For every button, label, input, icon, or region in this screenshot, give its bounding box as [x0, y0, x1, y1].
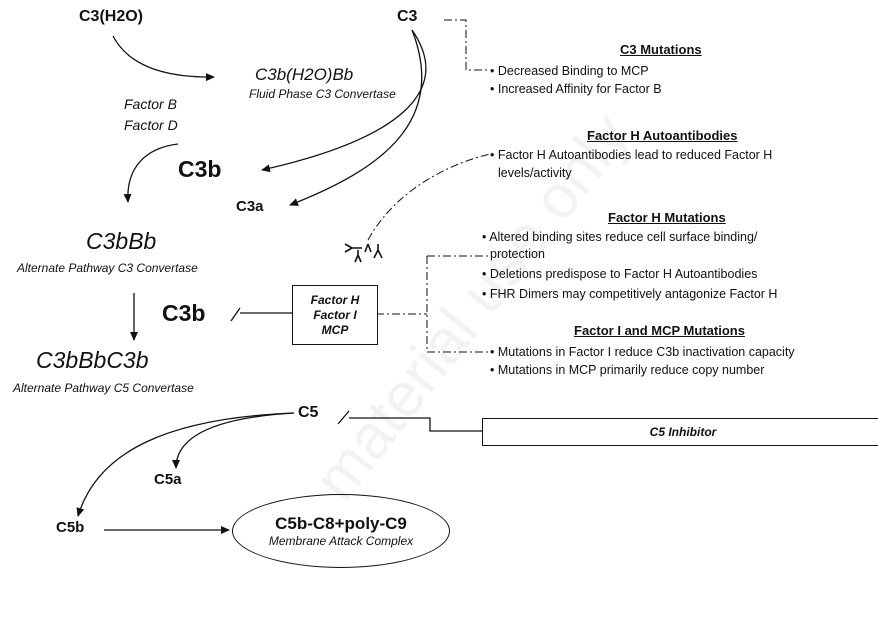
fh-mutations-header: Factor H Mutations	[608, 210, 726, 225]
fh-autoantibodies-item-cont: levels/activity	[498, 166, 572, 180]
dash-fh-autoab	[367, 153, 491, 241]
node-c3bbb: C3bBb	[86, 228, 157, 254]
fh-mutation-item: • Altered binding sites reduce cell surf…	[482, 230, 758, 244]
inhibit-line-c5	[349, 417, 482, 432]
dash-c3-mutations	[444, 19, 488, 71]
membrane-attack-complex: C5b-C8+poly-C9 Membrane Attack Complex	[232, 494, 450, 568]
label-factor-d: Factor D	[124, 117, 178, 133]
node-c5-convertase: C3bBbC3b	[36, 347, 149, 373]
fi-mcp-mutations-header: Factor I and MCP Mutations	[574, 323, 745, 338]
c3-mutation-item: • Decreased Binding to MCP	[490, 64, 649, 78]
c3bbb-label: Alternate Pathway C3 Convertase	[17, 261, 198, 275]
fh-mutation-item: • Deletions predispose to Factor H Autoa…	[482, 267, 758, 281]
node-c3b-top: C3b	[178, 156, 222, 182]
regulator-factor-i: Factor I	[313, 307, 357, 322]
regulator-factor-h: Factor H	[310, 292, 360, 307]
label-factor-b: Factor B	[124, 96, 177, 112]
node-c3: C3	[397, 8, 418, 25]
c3-mutation-item: • Increased Affinity for Factor B	[490, 82, 662, 96]
node-fluid-convertase: C3b(H2O)Bb	[255, 65, 354, 84]
node-c5a: C5a	[154, 471, 182, 488]
fi-mcp-mutation-item: • Mutations in MCP primarily reduce copy…	[490, 363, 765, 377]
regulator-box: Factor H Factor I MCP	[292, 285, 378, 345]
fh-mutation-item-cont: protection	[490, 247, 545, 261]
node-c5: C5	[298, 404, 319, 421]
c5-inhibitor-label: C5 Inhibitor	[649, 425, 717, 439]
arrow-c3h2o-to-fluid	[112, 35, 215, 82]
c5-convertase-label: Alternate Pathway C5 Convertase	[13, 381, 194, 395]
arrow-c3-to-c3a	[289, 29, 423, 206]
c5-inhibitor-box: C5 Inhibitor	[482, 418, 878, 446]
arrow-c3-to-c3b	[261, 29, 427, 173]
inhibit-bar-c3b	[230, 307, 241, 322]
mac-title: C5b-C8+poly-C9	[275, 514, 407, 533]
regulator-mcp: MCP	[321, 322, 349, 337]
fluid-convertase-label: Fluid Phase C3 Convertase	[249, 87, 396, 101]
arrow-fluid-to-c3bbb	[123, 143, 179, 203]
inhibit-bar-c5	[337, 410, 350, 425]
node-c3h2o: C3(H2O)	[79, 8, 144, 25]
node-c5b: C5b	[56, 519, 85, 536]
c3-mutations-header: C3 Mutations	[620, 42, 702, 57]
arrow-c5-to-c5a	[172, 412, 295, 469]
fh-mutation-item: • FHR Dimers may competitively antagoniz…	[482, 287, 778, 301]
node-c3a: C3a	[236, 198, 264, 215]
mac-subtitle: Membrane Attack Complex	[268, 534, 414, 548]
fh-autoantibodies-item: • Factor H Autoantibodies lead to reduce…	[490, 148, 773, 162]
arrow-c5-to-c5b	[76, 412, 295, 517]
node-c3b-mid: C3b	[162, 300, 206, 326]
antibody-icon	[344, 243, 383, 263]
fh-autoantibodies-header: Factor H Autoantibodies	[587, 128, 738, 143]
fi-mcp-mutation-item: • Mutations in Factor I reduce C3b inact…	[490, 345, 795, 359]
